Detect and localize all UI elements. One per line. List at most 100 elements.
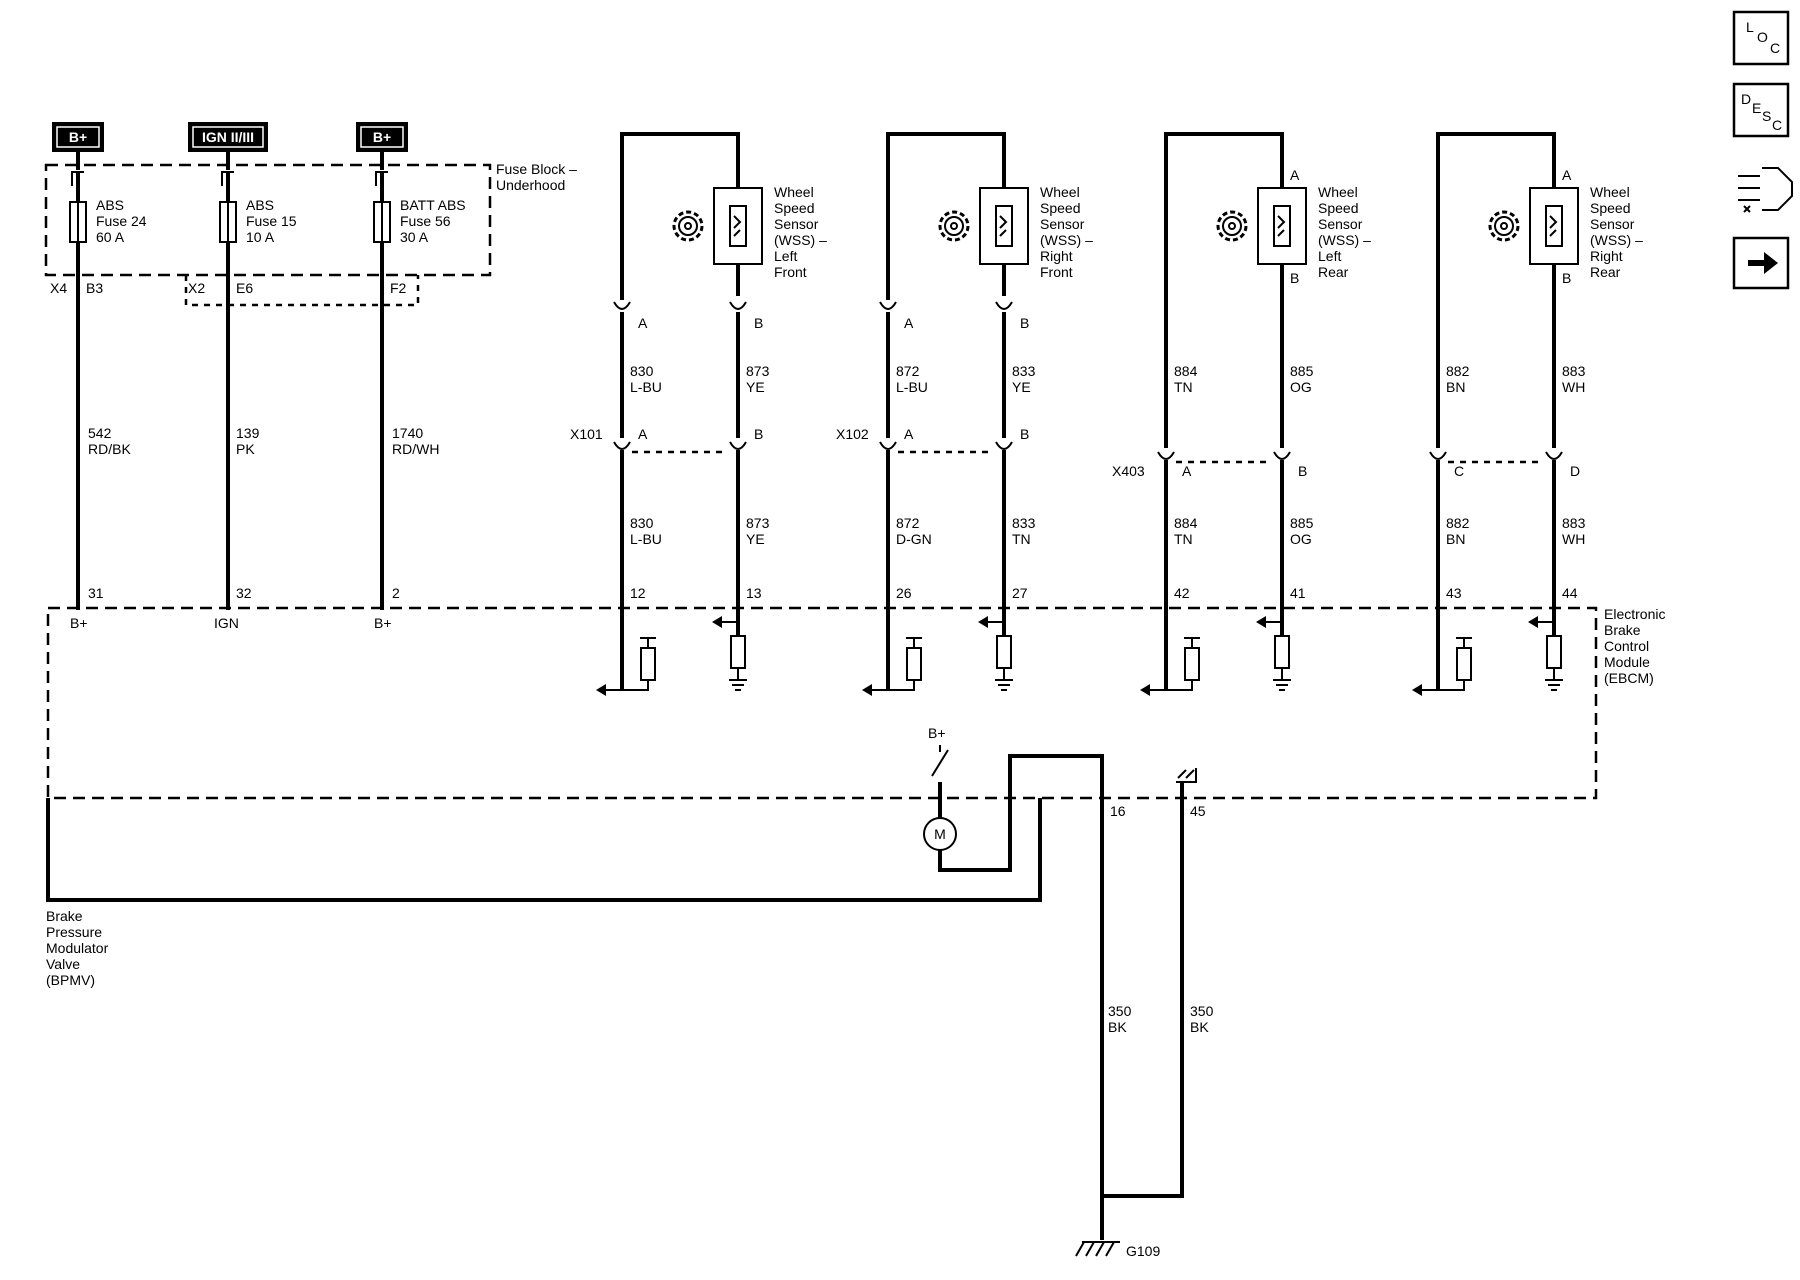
svg-text:42: 42: [1174, 585, 1190, 601]
ign-source: IGN II/III: [188, 122, 268, 152]
svg-text:Speed: Speed: [774, 200, 814, 216]
svg-text:ABS: ABS: [96, 197, 124, 213]
pin-b3: B3: [86, 280, 103, 296]
svg-text:YE: YE: [746, 379, 765, 395]
svg-text:A: A: [904, 315, 914, 331]
svg-text:26: 26: [896, 585, 912, 601]
svg-text:13: 13: [746, 585, 762, 601]
svg-text:X403: X403: [1112, 463, 1145, 479]
fuse-block-underhood: Fuse Block – Underhood: [44, 161, 577, 307]
ground-symbol-icon: [1545, 668, 1563, 691]
harness-connector-a: [1429, 451, 1447, 460]
svg-text:(WSS) –: (WSS) –: [1590, 232, 1643, 248]
next-arrow-button[interactable]: [1732, 236, 1790, 290]
svg-text:(BPMV): (BPMV): [46, 972, 95, 988]
connector-b: [995, 301, 1013, 310]
svg-text:B: B: [1020, 315, 1029, 331]
svg-text:B: B: [1020, 426, 1029, 442]
svg-text:ABS: ABS: [246, 197, 274, 213]
svg-text:PK: PK: [236, 441, 255, 457]
b-plus-source-left: B+: [52, 122, 104, 152]
sensor-element: [995, 205, 1013, 247]
svg-text:833: 833: [1012, 515, 1036, 531]
svg-text:32: 32: [236, 585, 252, 601]
svg-text:Wheel: Wheel: [1040, 184, 1080, 200]
svg-text:RD/BK: RD/BK: [88, 441, 131, 457]
svg-text:BK: BK: [1190, 1019, 1209, 1035]
fuse-block-title: Fuse Block –: [496, 161, 577, 177]
svg-text:872: 872: [896, 515, 920, 531]
svg-text:41: 41: [1290, 585, 1306, 601]
svg-text:B+: B+: [70, 615, 88, 631]
ground-pin-16: 16: [1110, 803, 1126, 819]
power-wire-1740: 1740 RD/WH 2 B+: [374, 242, 439, 631]
svg-text:TN: TN: [1174, 379, 1193, 395]
svg-text:Electronic: Electronic: [1604, 606, 1665, 622]
svg-text:A: A: [1182, 463, 1192, 479]
svg-text:(WSS) –: (WSS) –: [1040, 232, 1093, 248]
svg-text:Right: Right: [1040, 248, 1073, 264]
svg-text:Brake: Brake: [46, 908, 83, 924]
svg-text:(EBCM): (EBCM): [1604, 670, 1654, 686]
svg-text:A: A: [1562, 167, 1572, 183]
svg-text:Sensor: Sensor: [1040, 216, 1085, 232]
svg-text:27: 27: [1012, 585, 1028, 601]
sensor-element: [729, 205, 747, 247]
svg-text:884: 884: [1174, 515, 1198, 531]
fuse-24: ABS Fuse 24 60 A: [69, 152, 147, 245]
svg-text:C: C: [1454, 463, 1464, 479]
connector-a: [613, 301, 631, 310]
connector-x4: X4: [50, 280, 67, 296]
svg-text:TN: TN: [1174, 531, 1193, 547]
ground-pin-45: 45: [1190, 803, 1206, 819]
svg-text:Sensor: Sensor: [1590, 216, 1635, 232]
bias-resistor: [730, 635, 746, 669]
svg-text:BN: BN: [1446, 531, 1465, 547]
svg-text:B: B: [1562, 270, 1571, 286]
svg-text:872: 872: [896, 363, 920, 379]
motor-supply-label: B+: [928, 725, 946, 741]
svg-text:WH: WH: [1562, 531, 1585, 547]
svg-text:IGN II/III: IGN II/III: [202, 129, 254, 145]
svg-text:B: B: [1298, 463, 1307, 479]
ground-g109: G109: [1126, 1243, 1160, 1259]
svg-text:30 A: 30 A: [400, 229, 429, 245]
svg-text:BATT ABS: BATT ABS: [400, 197, 466, 213]
sensor-element: [1273, 205, 1291, 247]
svg-text:Fuse 56: Fuse 56: [400, 213, 451, 229]
desc-letter-c: C: [1772, 117, 1782, 133]
fuse-56: BATT ABS Fuse 56 30 A: [373, 152, 466, 245]
desc-letter-d: D: [1741, 91, 1751, 107]
svg-text:830: 830: [630, 515, 654, 531]
harness-connector-b: [995, 441, 1013, 450]
svg-text:TN: TN: [1012, 531, 1031, 547]
svg-text:Left: Left: [774, 248, 797, 264]
bias-resistor: [1546, 635, 1562, 669]
svg-text:882: 882: [1446, 515, 1470, 531]
svg-text:B: B: [1290, 270, 1299, 286]
desc-button[interactable]: D E S C: [1732, 82, 1790, 138]
svg-text:B+: B+: [69, 129, 87, 145]
svg-text:(WSS) –: (WSS) –: [774, 232, 827, 248]
connector-x2: X2: [188, 280, 205, 296]
ground-symbol-icon: [729, 668, 747, 691]
svg-text:10 A: 10 A: [246, 229, 275, 245]
svg-text:2: 2: [392, 585, 400, 601]
harness-connector-a: [1157, 451, 1175, 460]
connector-view-icon[interactable]: [1738, 167, 1793, 213]
svg-text:1740: 1740: [392, 425, 423, 441]
svg-text:A: A: [638, 315, 648, 331]
ebcm-module: Electronic Brake Control Module (EBCM): [46, 606, 1665, 800]
svg-text:OG: OG: [1290, 379, 1312, 395]
sensor-element: [1545, 205, 1563, 247]
svg-text:Speed: Speed: [1040, 200, 1080, 216]
power-wire-542: 542 RD/BK 31 B+: [70, 242, 131, 631]
loc-button[interactable]: L O C: [1732, 10, 1790, 66]
loc-letter-c: C: [1770, 40, 1780, 56]
